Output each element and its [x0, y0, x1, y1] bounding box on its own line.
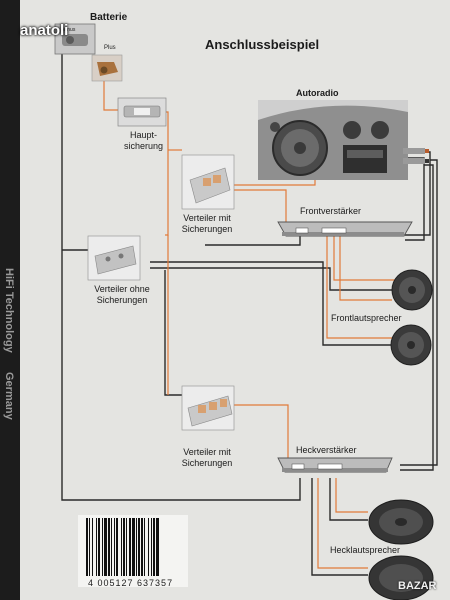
barcode-bar — [151, 518, 152, 576]
distributor-fused-2-label: Verteiler mit Sicherungen — [171, 447, 243, 469]
rear-amplifier-icon — [277, 457, 393, 473]
speaker-wire-front-2 — [150, 261, 392, 346]
speaker-wire-rear-2 — [311, 478, 368, 576]
distributor-unfused-icon — [87, 235, 141, 281]
barcode-bar — [138, 518, 140, 576]
diagram-title: Anschlussbeispiel — [205, 37, 320, 52]
front-speaker-2-icon — [390, 324, 432, 366]
barcode-bar — [111, 518, 112, 576]
battery-plus-terminal-icon — [91, 54, 123, 82]
main-fuse-label-line-2: sicherung — [123, 141, 164, 151]
speaker-wire-rear-1 — [329, 478, 368, 521]
distributor-unfused-label: Verteiler ohne Sicherungen — [82, 284, 162, 306]
rear-amp-label: Heckverstärker — [296, 445, 357, 455]
barcode-bar — [96, 518, 97, 576]
rear-speaker-2-icon — [368, 555, 434, 600]
box-spine: HiFi Technology Germany — [0, 0, 20, 600]
speaker-wire-orange-rear-1 — [335, 478, 368, 513]
power-wire-rear-amp — [232, 404, 289, 465]
barcode-bar — [104, 518, 107, 576]
front-amplifier-icon — [277, 221, 413, 237]
main-fuse-icon — [117, 97, 167, 127]
power-wire-front-amp — [230, 189, 287, 228]
power-wire-fuse-distributor — [165, 111, 169, 236]
watermark-text: anatoli — [20, 22, 69, 39]
barcode-bar — [114, 518, 115, 576]
barcode-bar — [132, 518, 135, 576]
rear-speaker-1-icon — [368, 499, 434, 545]
dashboard-image — [258, 100, 408, 180]
distributor-fused-label-line-1: Verteiler mit — [183, 213, 231, 223]
rca-rear-right — [400, 164, 434, 471]
barcode-bar — [141, 518, 143, 576]
barcode-bar — [123, 518, 125, 576]
front-speakers-label: Frontlautsprecher — [331, 313, 402, 323]
battery-plus-label: Plus — [104, 45, 116, 51]
barcode-bar — [129, 518, 131, 576]
corner-logo: BAZAR — [398, 580, 437, 592]
ground-wire-main — [61, 50, 301, 501]
battery-minus-label: Minus — [62, 27, 76, 33]
head-unit-label: Autoradio — [296, 88, 339, 98]
battery-label: Batterie — [90, 12, 128, 23]
distributor-fused-label-line-2: Sicherungen — [181, 224, 233, 234]
speaker-wire-orange-front-2 — [326, 232, 392, 339]
barcode-bar — [102, 518, 103, 576]
speaker-wire-orange-front-1b — [339, 232, 392, 301]
ground-wires — [61, 50, 438, 576]
distributor-fused-2-label-line-2: Sicherungen — [181, 458, 233, 468]
distributor-fused-2-label-line-1: Verteiler mit — [183, 447, 231, 457]
barcode-bar — [89, 518, 90, 576]
rca-rear-left — [400, 159, 438, 466]
barcode-bar — [108, 518, 110, 576]
speaker-wire-orange-rear-2 — [317, 478, 368, 569]
barcode — [78, 515, 188, 587]
front-amp-label: Frontverstärker — [300, 206, 362, 216]
barcode-bar — [136, 518, 137, 576]
distributor-fused-label: Verteiler mit Sicherungen — [171, 213, 243, 235]
barcode-number: 4 005127 637357 — [88, 578, 174, 588]
barcode-bar — [98, 518, 100, 576]
barcode-bar — [156, 518, 159, 576]
barcode-bar — [153, 518, 155, 576]
distributor-fused-2-icon — [181, 385, 235, 431]
barcode-bar — [148, 518, 149, 576]
distributor-unfused-label-line-2: Sicherungen — [96, 295, 148, 305]
main-fuse-label-line-1: Haupt- — [129, 130, 157, 140]
distributor-fused-icon — [181, 154, 235, 210]
battery-terminal-icon — [54, 23, 96, 55]
speaker-wire-front-1 — [150, 267, 395, 291]
front-speaker-1-icon — [391, 269, 433, 311]
barcode-bar — [126, 518, 127, 576]
main-fuse-label: Haupt- sicherung — [116, 130, 171, 152]
distributor-unfused-label-line-1: Verteiler ohne — [94, 284, 150, 294]
barcode-bar — [116, 518, 118, 576]
barcode-bar — [86, 518, 88, 576]
barcode-bar — [144, 518, 145, 576]
ground-wire-rear-distributor — [164, 270, 190, 396]
rca-plugs-icon — [403, 148, 429, 164]
barcode-bar — [92, 518, 93, 576]
rear-speakers-label: Hecklautsprecher — [330, 545, 401, 555]
speaker-wire-orange-front-1 — [333, 232, 395, 281]
barcode-bar — [121, 518, 122, 576]
